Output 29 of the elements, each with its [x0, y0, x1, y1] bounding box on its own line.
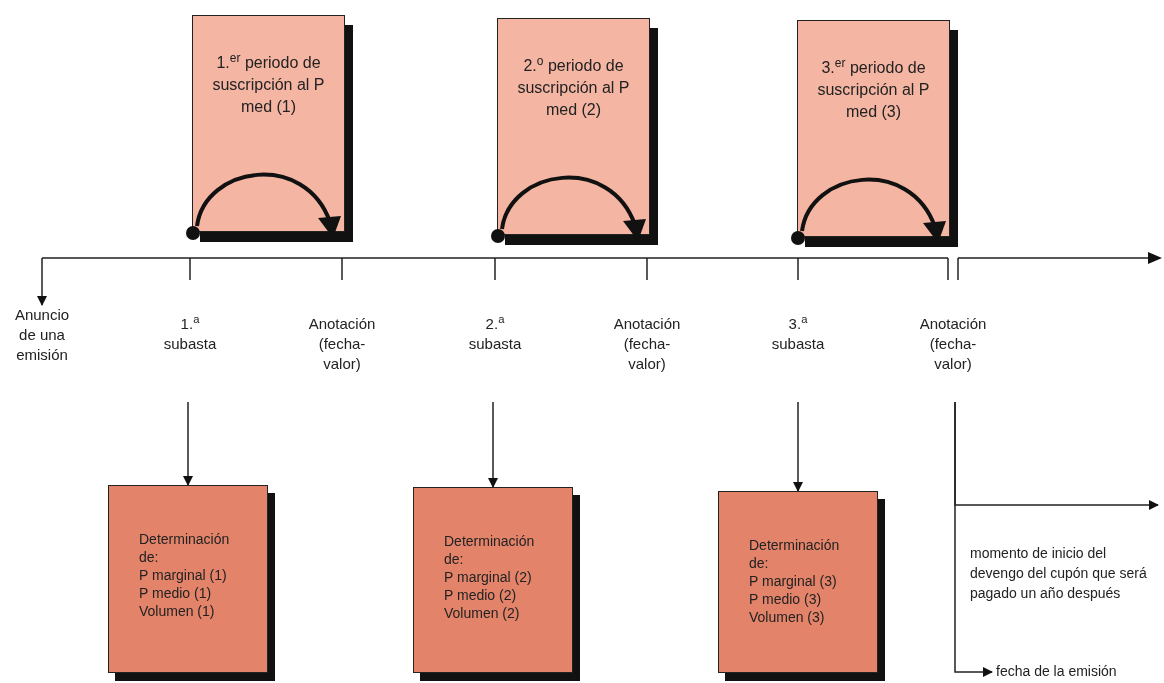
period-title: 2.$^{o}$ periodo de suscripción al P med (2): [516, 55, 631, 120]
arrow: [793, 401, 803, 492]
arrow: [954, 401, 993, 677]
determination-text: Volumen (2): [444, 604, 521, 622]
determination-text: Volumen (3): [749, 608, 826, 626]
timeline-label: Anuncio de una emisión: [13, 305, 71, 365]
determination-text: Determinación de:: [749, 536, 841, 572]
determination-text: P marginal (1): [139, 566, 228, 584]
timeline-label: Anotación (fecha-valor): [612, 314, 682, 374]
timeline-label: Anotación (fecha-valor): [307, 314, 377, 374]
timeline-label: 2.$^{a}$ subasta: [467, 314, 523, 354]
timeline-label: 1.$^{a}$ subasta: [162, 314, 218, 354]
timeline-label: fecha de la emisión: [996, 662, 1118, 680]
determination-text: P marginal (2): [444, 568, 533, 586]
arrow: [183, 401, 193, 486]
determination-text: Determinación de:: [139, 530, 231, 566]
period-title: 1.$^{er}$ periodo de suscripción al P med (1): [211, 52, 326, 117]
period-title: 3.$^{er}$ periodo de suscripción al P med (3): [816, 57, 931, 122]
timeline-label: Anotación (fecha-valor): [918, 314, 988, 374]
arrow: [37, 257, 47, 306]
determination-text: P marginal (3): [749, 572, 838, 590]
determination-text: P medio (1): [139, 584, 213, 602]
arrow: [488, 401, 498, 488]
determination-text: Determinación de:: [444, 532, 536, 568]
determination-text: Volumen (1): [139, 602, 216, 620]
note-text: momento de inicio del devengo del cupón que será pagado un año después: [970, 544, 1148, 603]
timeline-label: 3.$^{a}$ subasta: [770, 314, 826, 354]
determination-text: P medio (3): [749, 590, 823, 608]
determination-text: P medio (2): [444, 586, 518, 604]
